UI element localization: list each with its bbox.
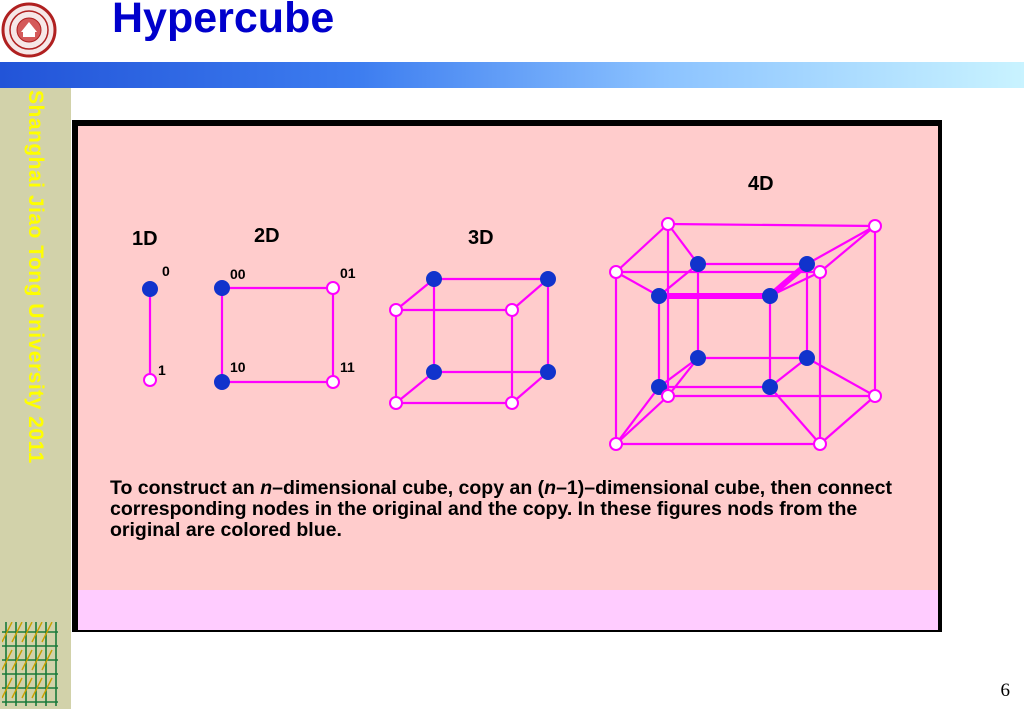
page-title: Hypercube <box>112 0 335 42</box>
university-seal-icon <box>1 2 57 58</box>
original-node-b10 <box>214 374 230 390</box>
node-label-11: 11 <box>340 359 355 375</box>
cube-label-1d: 1D <box>132 228 158 250</box>
original-node-d0 <box>690 256 706 272</box>
edge-e1-e5 <box>819 225 876 273</box>
sidebar-band: Shanghai Jiao Tong University 2011 <box>0 88 71 709</box>
node-label-1: 1 <box>158 362 166 378</box>
caption-n-italic-2: n <box>544 477 557 499</box>
node-label-0: 0 <box>162 263 170 279</box>
caption-text: To construct an n–dimensional cube, copy… <box>110 478 910 541</box>
original-node-d5 <box>762 288 778 304</box>
copy-node-c4 <box>389 303 403 317</box>
caption-part-3: –1)–dimensional cube, then connect corre… <box>110 477 892 541</box>
copy-node-e2 <box>661 389 675 403</box>
edge-d3-e3 <box>806 357 876 397</box>
copy-node-c5 <box>505 303 519 317</box>
edge-d2-d6 <box>658 357 699 388</box>
cube-label-4d: 4D <box>748 173 774 195</box>
highlighted-edge-d5-d1 <box>768 261 809 299</box>
edge-d0-d4 <box>658 263 699 297</box>
copy-node-e6 <box>609 437 623 451</box>
edge-d6-e6 <box>615 386 660 445</box>
caption-n-italic: n <box>260 477 273 499</box>
edge-e3-e7 <box>819 395 876 445</box>
copy-node-c7 <box>505 396 519 410</box>
original-node-b00 <box>214 280 230 296</box>
original-node-d6 <box>651 379 667 395</box>
original-node-d3 <box>799 350 815 366</box>
original-node-a0 <box>142 281 158 297</box>
original-node-c2 <box>426 364 442 380</box>
copy-node-e4 <box>609 265 623 279</box>
copy-node-e1 <box>868 219 882 233</box>
edge-d4-e4 <box>615 271 660 297</box>
copy-node-e3 <box>868 389 882 403</box>
hypercube-nodes <box>142 217 882 451</box>
hypercube-diagram: 1D 2D 3D 4D 0 1 00 01 10 11 <box>132 173 882 451</box>
title-gradient-bar <box>0 62 1024 88</box>
original-node-d1 <box>799 256 815 272</box>
hypercube-figure-panel: 1D 2D 3D 4D 0 1 00 01 10 11 To construct… <box>78 126 938 630</box>
copy-node-e0 <box>661 217 675 231</box>
copy-node-b11 <box>326 375 340 389</box>
edge-e0-e1 <box>667 222 876 228</box>
original-node-d7 <box>762 379 778 395</box>
edge-c2-c6 <box>395 371 435 404</box>
hypercube-edges <box>148 222 877 446</box>
caption-part-1: To construct an <box>110 477 261 499</box>
original-node-c1 <box>540 271 556 287</box>
cube-label-3d: 3D <box>468 227 494 249</box>
node-label-10: 10 <box>230 359 246 375</box>
cube-label-2d: 2D <box>254 225 280 247</box>
edge-e0-e4 <box>615 223 669 273</box>
edge-d7-e7 <box>769 386 821 445</box>
original-node-d2 <box>690 350 706 366</box>
copy-node-e7 <box>813 437 827 451</box>
original-node-c0 <box>426 271 442 287</box>
original-node-c3 <box>540 364 556 380</box>
edge-d1-e1 <box>806 225 876 265</box>
copy-node-e5 <box>813 265 827 279</box>
edge-c0-c4 <box>395 278 435 311</box>
lattice-decoration-icon <box>2 622 58 706</box>
figure-bottom-strip <box>78 590 938 630</box>
node-label-01: 01 <box>340 265 356 281</box>
page-number: 6 <box>1000 680 1011 701</box>
node-label-00: 00 <box>230 266 246 282</box>
original-node-d4 <box>651 288 667 304</box>
caption-part-2: –dimensional cube, copy an ( <box>272 477 545 499</box>
sidebar-university-text: Shanghai Jiao Tong University 2011 <box>24 90 47 464</box>
copy-node-c6 <box>389 396 403 410</box>
copy-node-b01 <box>326 281 340 295</box>
edge-d0-e0 <box>667 223 699 265</box>
copy-node-a1 <box>143 373 157 387</box>
edge-e2-e6 <box>615 395 669 445</box>
edge-d2-e2 <box>667 357 699 397</box>
